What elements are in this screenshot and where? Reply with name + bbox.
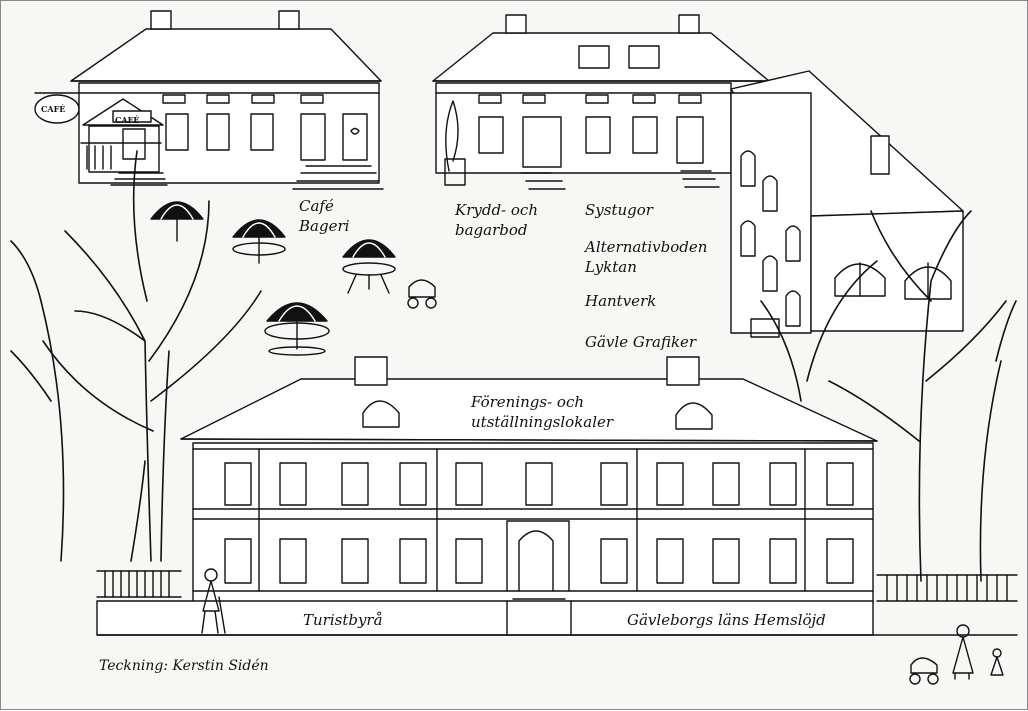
illustration-credit: Teckning: Kerstin Sidén — [99, 658, 269, 674]
label-turistbyra: Turistbyrå — [303, 611, 383, 629]
label-bageri: Bageri — [299, 217, 350, 235]
label-krydd: Krydd- och — [455, 201, 538, 219]
label-hemslojd: Gävleborgs läns Hemslöjd — [627, 611, 826, 629]
label-hantverk: Hantverk — [585, 292, 657, 310]
pedestrians — [201, 568, 1004, 685]
cafe-porch-sign: CAFÉ — [115, 115, 140, 125]
label-gavle-grafiker: Gävle Grafiker — [585, 333, 697, 351]
label-utstallningslokaler: utställningslokaler — [471, 413, 614, 431]
right-wing-building — [730, 70, 964, 338]
label-systugor: Systugor — [585, 201, 653, 219]
cafe-umbrellas — [150, 201, 437, 356]
label-alternativboden: Alternativboden — [585, 238, 708, 256]
main-building — [96, 356, 878, 636]
cafe-building — [34, 10, 384, 190]
fences — [96, 570, 1018, 636]
trees — [10, 150, 1017, 582]
cafe-hanging-sign: CAFÉ — [41, 104, 66, 114]
spice-shop-building — [432, 14, 770, 190]
label-lyktan: Lyktan — [585, 258, 637, 276]
label-bagarbod: bagarbod — [455, 221, 528, 239]
label-forenings: Förenings- och — [471, 393, 585, 411]
label-cafe: Café — [299, 197, 334, 215]
